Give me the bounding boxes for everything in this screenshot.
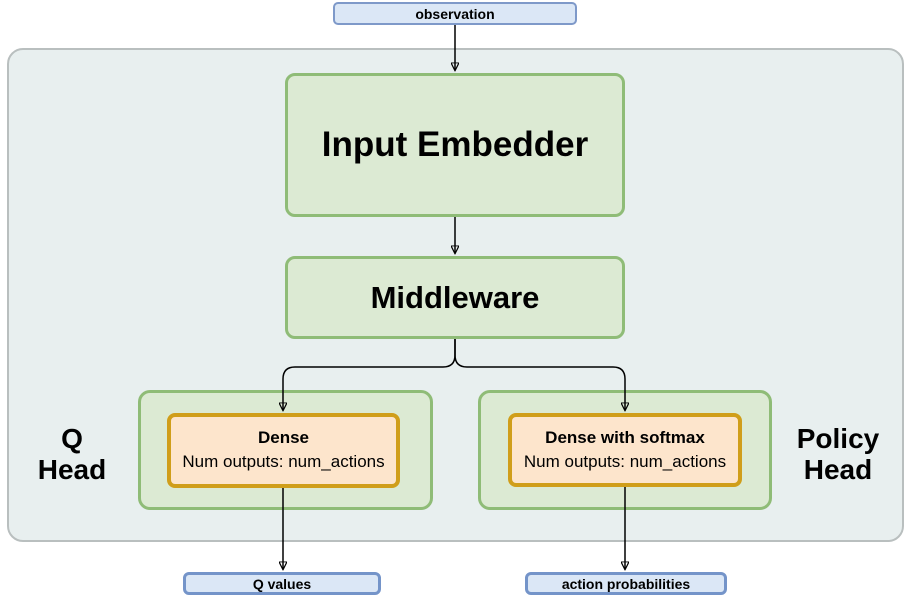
- q-head-label-line2: Head: [37, 454, 107, 485]
- q-values-node: Q values: [183, 572, 381, 595]
- input-embedder-node: Input Embedder: [285, 73, 625, 217]
- q-dense-title: Dense: [257, 428, 310, 448]
- middleware-node: Middleware: [285, 256, 625, 339]
- action-probabilities-label: action probabilities: [561, 575, 691, 592]
- q-dense-subtitle: Num outputs: num_actions: [182, 452, 385, 471]
- q-head-label: Q Head: [12, 423, 132, 485]
- q-dense-node: Dense Num outputs: num_actions: [167, 413, 400, 488]
- policy-head-label-line2: Head: [803, 454, 873, 485]
- observation-node: observation: [333, 2, 577, 25]
- policy-head-label: Policy Head: [778, 423, 898, 485]
- policy-head-label-line1: Policy: [796, 423, 880, 454]
- policy-dense-subtitle: Num outputs: num_actions: [523, 451, 727, 471]
- input-embedder-label: Input Embedder: [321, 125, 589, 164]
- q-head-label-line1: Q: [61, 423, 83, 454]
- middleware-label: Middleware: [370, 279, 540, 315]
- observation-label: observation: [415, 5, 495, 22]
- policy-dense-node: Dense with softmax Num outputs: num_acti…: [508, 413, 742, 487]
- policy-dense-title: Dense with softmax: [545, 427, 705, 447]
- q-values-label: Q values: [252, 575, 312, 592]
- action-probabilities-node: action probabilities: [525, 572, 727, 595]
